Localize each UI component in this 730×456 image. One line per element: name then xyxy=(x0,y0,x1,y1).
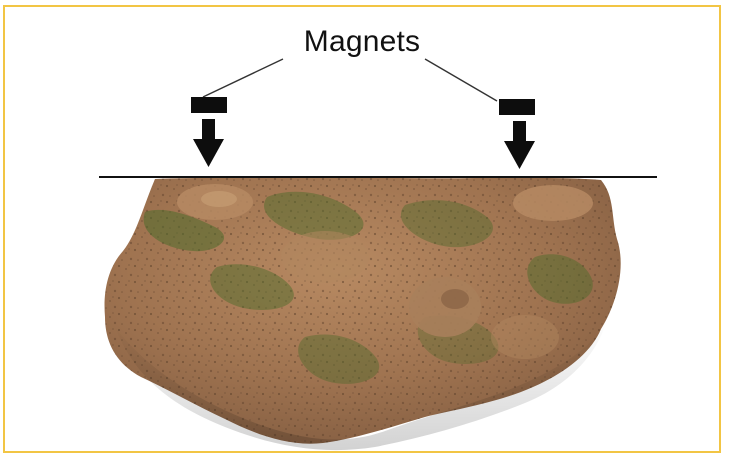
diagram-frame: Magnets xyxy=(3,5,721,453)
leader-line-left xyxy=(203,59,283,97)
rock-illustration xyxy=(105,177,621,450)
magnet-right-icon xyxy=(499,99,535,115)
arrow-down-right-icon xyxy=(504,121,535,169)
arrow-down-left-icon xyxy=(193,119,224,167)
diagram-canvas xyxy=(5,7,719,451)
leader-line-right xyxy=(425,59,497,101)
magnet-left-icon xyxy=(191,97,227,113)
